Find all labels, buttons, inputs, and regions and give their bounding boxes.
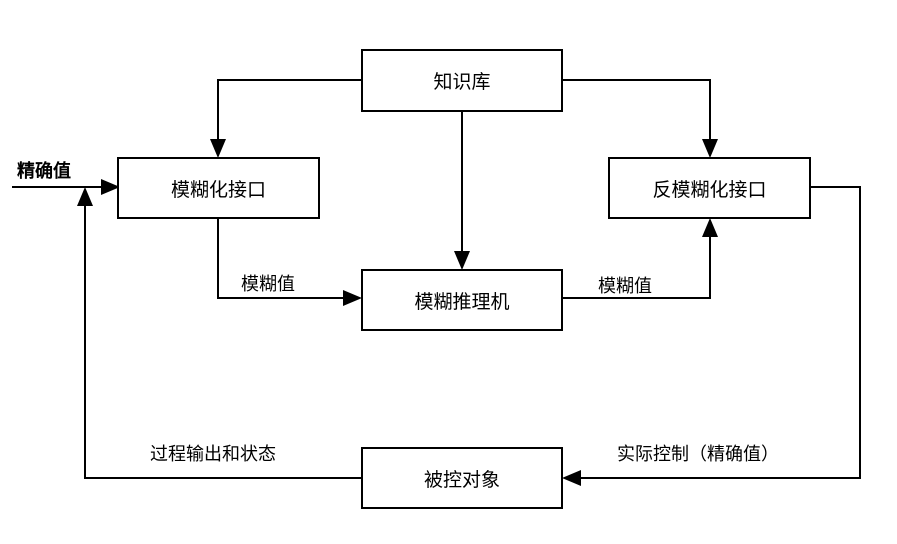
edge-defuzzification-to-plant: [578, 186, 861, 479]
label-crisp-input: 精确值: [17, 161, 71, 182]
edge-inference-to-defuzzification: [562, 234, 711, 299]
label-fuzzy-value-left: 模糊值: [241, 274, 295, 295]
label-actual-control: 实际控制（精确值）: [617, 444, 779, 465]
arrowhead-fuzzification-to-inference: [343, 290, 362, 306]
label-fuzzy-value-right: 模糊值: [598, 276, 652, 297]
arrowhead-input: [101, 179, 120, 195]
arrowhead-kb-to-defuzzification: [702, 139, 718, 158]
edge-plant-feedback: [84, 203, 362, 479]
node-controlled-plant: 被控对象: [361, 447, 563, 509]
arrowhead-feedback: [77, 187, 93, 206]
edge-kb-to-fuzzification: [217, 79, 362, 142]
arrowhead-kb-to-fuzzification: [210, 139, 226, 158]
node-defuzzification-interface: 反模糊化接口: [608, 157, 811, 219]
arrowhead-kb-to-inference: [454, 251, 470, 270]
node-knowledge-base: 知识库: [361, 49, 563, 112]
edge-fuzzification-to-inference: [217, 218, 346, 299]
arrowhead-inference-to-defuzzification: [702, 218, 718, 237]
label-process-output-state: 过程输出和状态: [150, 444, 276, 465]
arrowhead-to-plant: [562, 470, 581, 486]
edge-kb-to-defuzzification: [562, 79, 711, 142]
node-inference-engine: 模糊推理机: [361, 269, 563, 331]
node-fuzzification-interface: 模糊化接口: [117, 157, 320, 219]
